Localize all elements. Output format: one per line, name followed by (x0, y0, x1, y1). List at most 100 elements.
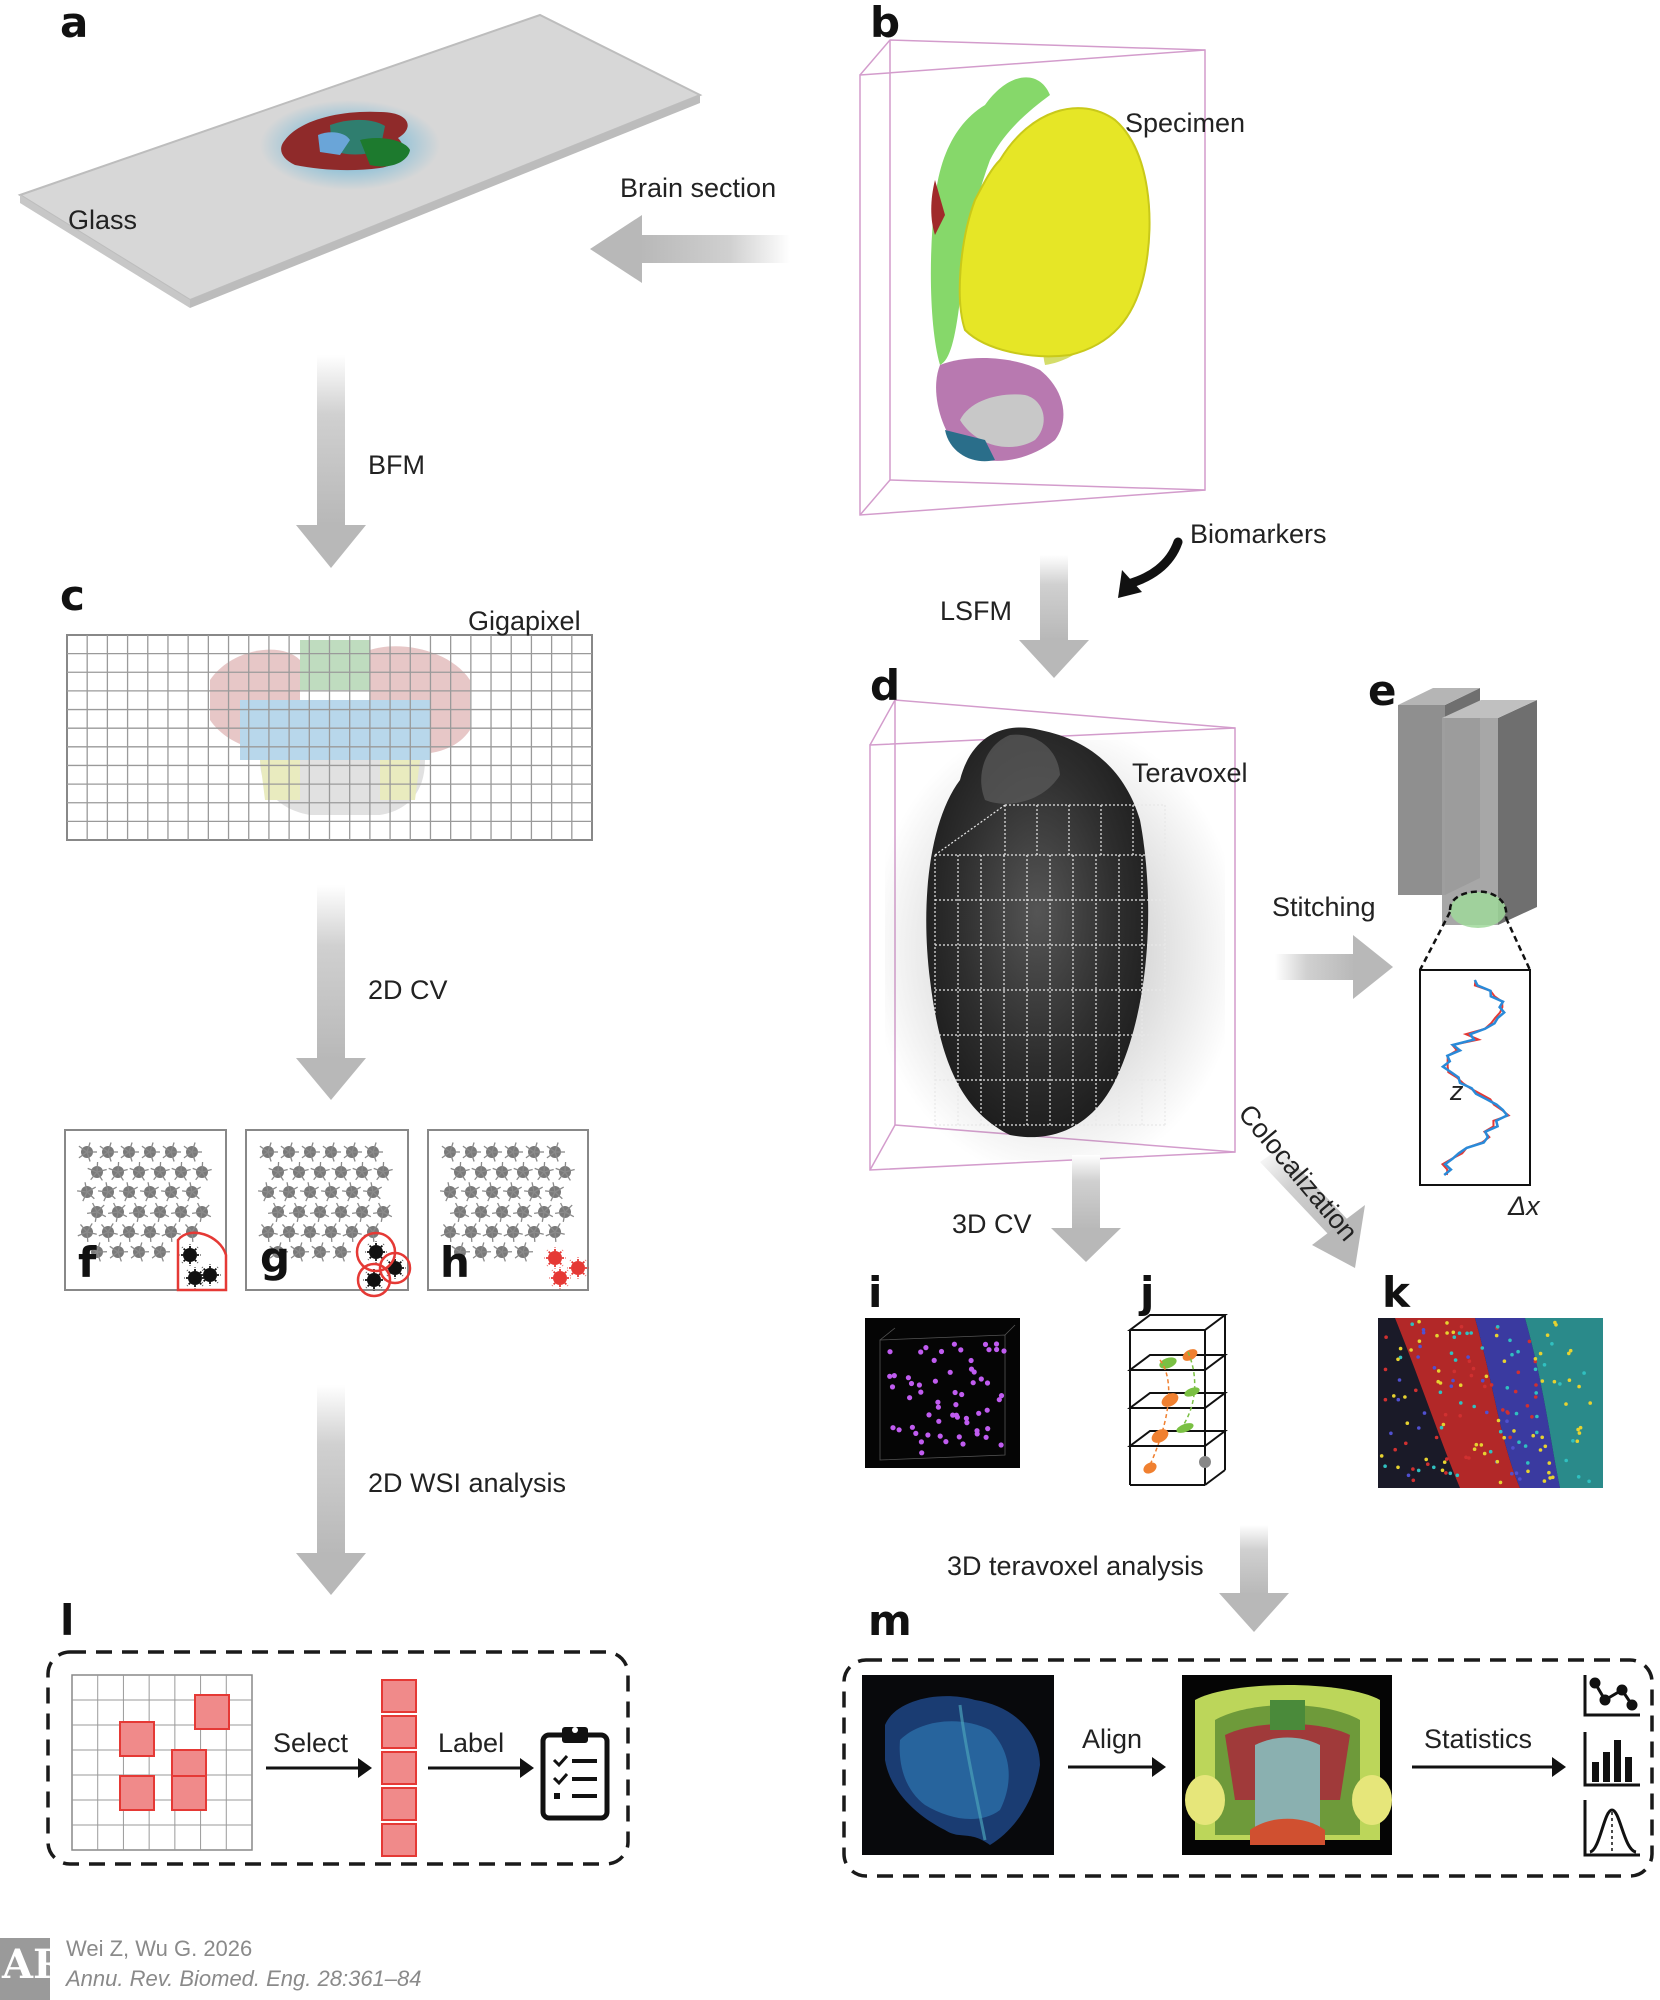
label-dx-axis: Δx (1508, 1193, 1540, 1220)
label-teravoxel: Teravoxel (1132, 760, 1248, 787)
panel-letter-a: a (60, 2, 88, 44)
colocalized-cell-dot (1569, 1349, 1573, 1353)
panel-k-image (1378, 1318, 1603, 1488)
label-bfm: BFM (368, 452, 425, 479)
label-3d-teravoxel-analysis: 3D teravoxel analysis (947, 1553, 1204, 1580)
colocalized-cell-dot (1515, 1412, 1519, 1416)
colocalized-cell-dot (1483, 1452, 1487, 1456)
arrow-3d-cv (1051, 1155, 1121, 1262)
logo-text: AR (2, 1945, 66, 1985)
panel-letter-d: d (870, 665, 900, 707)
colocalized-cell-dot (1543, 1363, 1547, 1367)
panel-letter-h: h (440, 1242, 470, 1284)
detected-cell-dot (948, 1370, 953, 1375)
colocalized-cell-dot (1460, 1325, 1464, 1329)
colocalized-cell-dot (1483, 1385, 1487, 1389)
colocalized-cell-dot (1453, 1370, 1457, 1374)
colocalized-cell-dot (1441, 1469, 1445, 1473)
label-3d-cv: 3D CV (952, 1211, 1032, 1238)
detected-cell-dot (932, 1358, 937, 1363)
detected-cell-dot (953, 1390, 958, 1395)
colocalized-cell-dot (1466, 1355, 1470, 1359)
colocalized-cell-dot (1558, 1382, 1562, 1386)
panel-letter-i: i (868, 1272, 882, 1314)
colocalized-cell-dot (1443, 1460, 1447, 1464)
colocalized-cell-dot (1588, 1401, 1592, 1405)
colocalized-cell-dot (1515, 1471, 1519, 1475)
colocalized-cell-dot (1503, 1359, 1507, 1363)
colocalized-cell-dot (1576, 1439, 1580, 1443)
colocalized-cell-dot (1454, 1358, 1458, 1362)
arrow-bfm (296, 355, 366, 568)
colocalized-cell-dot (1517, 1371, 1521, 1375)
credit-authors: Wei Z, Wu G. 2026 (66, 1938, 252, 1960)
detected-cell-dot (936, 1419, 941, 1424)
label-2d-wsi-analysis: 2D WSI analysis (368, 1470, 566, 1497)
colocalized-cell-dot (1526, 1404, 1530, 1408)
colocalized-cell-dot (1582, 1371, 1586, 1375)
colocalized-cell-dot (1392, 1394, 1396, 1398)
detected-cell-dot (909, 1381, 914, 1386)
colocalized-cell-dot (1411, 1467, 1415, 1471)
colocalized-cell-dot (1481, 1346, 1485, 1350)
colocalized-cell-dot (1530, 1415, 1534, 1419)
colocalized-cell-dot (1412, 1479, 1416, 1483)
colocalized-cell-dot (1406, 1421, 1410, 1425)
colocalized-cell-dot (1481, 1379, 1485, 1383)
detected-cell-dot (971, 1380, 976, 1385)
colocalized-cell-dot (1468, 1359, 1472, 1363)
colocalized-cell-dot (1539, 1352, 1543, 1356)
panel-j-stack (1130, 1315, 1225, 1485)
clipboard-icon (543, 1727, 607, 1818)
label-2d-cv: 2D CV (368, 977, 448, 1004)
atlas-aligned-image (1182, 1675, 1392, 1855)
detected-cell-dot (935, 1400, 940, 1405)
arrow-2d-cv (296, 885, 366, 1100)
colocalized-cell-dot (1496, 1325, 1500, 1329)
colocalized-cell-dot (1524, 1444, 1528, 1448)
colocalized-cell-dot (1470, 1374, 1474, 1378)
detected-cell-dot (994, 1341, 999, 1346)
detected-cell-dot (887, 1374, 892, 1379)
colocalized-cell-dot (1403, 1395, 1407, 1399)
colocalized-cell-dot (1414, 1389, 1418, 1393)
colocalized-cell-dot (1516, 1350, 1520, 1354)
colocalized-cell-dot (1564, 1459, 1568, 1463)
detected-cell-dot (958, 1347, 963, 1352)
detected-cell-dot (950, 1413, 955, 1418)
colocalized-cell-dot (1464, 1456, 1468, 1460)
panel-letter-e: e (1368, 670, 1397, 712)
selected-tile (195, 1695, 229, 1729)
colocalized-cell-dot (1445, 1321, 1449, 1325)
detected-cell-dot (986, 1347, 991, 1352)
detected-cell-dot (985, 1408, 990, 1413)
flow-arrows (296, 215, 1393, 1632)
detected-cell-dot (887, 1349, 892, 1354)
colocalized-cell-dot (1568, 1378, 1572, 1382)
detected-cell-dot (999, 1393, 1004, 1398)
colocalized-cell-dot (1497, 1419, 1501, 1423)
colocalized-cell-dot (1417, 1469, 1421, 1473)
tile-stack (382, 1680, 416, 1856)
colocalized-cell-dot (1418, 1345, 1422, 1349)
colocalized-cell-dot (1398, 1378, 1402, 1382)
detected-cell-dot (964, 1416, 969, 1421)
colocalized-cell-dot (1506, 1411, 1510, 1415)
colocalized-cell-dot (1444, 1413, 1448, 1417)
detected-cell-dot (999, 1442, 1004, 1447)
label-gigapixel: Gigapixel (468, 608, 581, 635)
panel-letter-c: c (60, 575, 85, 617)
colocalized-cell-dot (1550, 1342, 1554, 1346)
credit-journal: Annu. Rev. Biomed. Eng. 28:361–84 (66, 1968, 422, 1990)
colocalized-cell-dot (1437, 1369, 1441, 1373)
detected-cell-dot (890, 1384, 895, 1389)
colocalized-cell-dot (1541, 1379, 1545, 1383)
colocalized-cell-dot (1409, 1348, 1413, 1352)
detected-cell-dot (985, 1426, 990, 1431)
arrow-2d-wsi (296, 1385, 366, 1595)
panel-letter-g: g (260, 1237, 290, 1279)
colocalized-cell-dot (1526, 1461, 1530, 1465)
colocalized-cell-dot (1534, 1357, 1538, 1361)
colocalized-cell-dot (1442, 1423, 1446, 1427)
colocalized-cell-dot (1499, 1430, 1503, 1434)
